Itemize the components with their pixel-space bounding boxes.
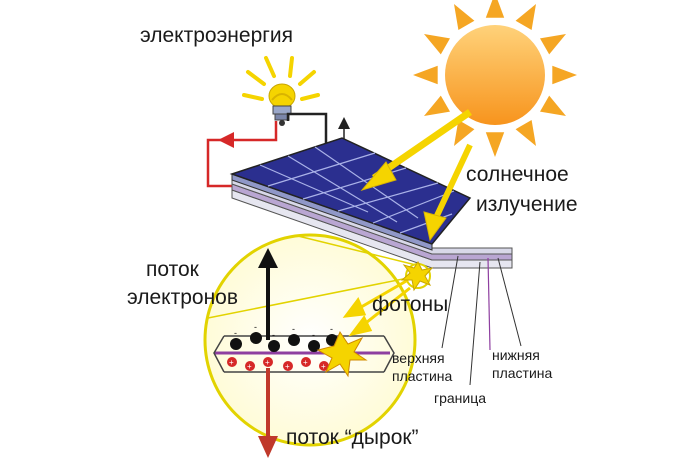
hole-flow-label: поток “дырок” — [286, 426, 419, 449]
photons-label: фотоны — [372, 293, 449, 316]
electron — [308, 340, 320, 352]
hole — [283, 361, 293, 371]
hole-plus-sign: + — [321, 362, 326, 371]
electron-minus-sign: - — [292, 324, 295, 334]
solar-radiation-label-line1: солнечное — [466, 163, 569, 186]
hole-plus-sign: + — [285, 362, 290, 371]
sun-ray — [515, 120, 536, 146]
hole — [319, 361, 329, 371]
photon-burst-icon — [316, 261, 434, 378]
hole — [263, 357, 273, 367]
lower-plate-label-line2: пластина — [492, 365, 553, 381]
hole — [301, 357, 311, 367]
negative-wire — [206, 121, 278, 188]
electron-minus-sign: - — [254, 322, 257, 332]
electron — [288, 334, 300, 346]
sun-ray — [540, 95, 566, 116]
electron-flow-label-line1: поток — [146, 258, 199, 281]
electron-minus-sign: - — [330, 324, 333, 334]
sun-ray — [485, 0, 505, 18]
light-bulb-icon — [242, 56, 320, 126]
electricity-label: электроэнергия — [140, 24, 294, 47]
electron-minus-sign: - — [312, 330, 315, 340]
hole-plus-sign: + — [303, 358, 308, 367]
upper-plate-label-line1: верхняя — [392, 350, 445, 366]
solar-panel — [229, 137, 513, 269]
sun-ray — [424, 34, 450, 55]
sun-ray — [413, 65, 438, 85]
electron — [250, 332, 262, 344]
boundary-label: граница — [434, 390, 487, 406]
sun-ray — [515, 4, 536, 30]
hole-plus-sign: + — [229, 358, 234, 367]
hole — [245, 361, 255, 371]
hole — [227, 357, 237, 367]
positive-wire — [286, 112, 328, 148]
sun-ray — [454, 120, 475, 146]
hole-plus-sign: + — [247, 362, 252, 371]
electron-minus-sign: - — [272, 330, 275, 340]
cell-cross-section: - - - - - - + + + + + + — [213, 322, 395, 373]
upper-plate-label-line2: пластина — [392, 368, 453, 384]
sun-ray — [454, 4, 475, 30]
electron — [230, 338, 242, 350]
sun-icon — [413, 0, 577, 157]
sun-ray — [540, 34, 566, 55]
solar-radiation-label-line2: излучение — [476, 193, 578, 216]
sun-ray — [485, 132, 505, 157]
sun-ray — [552, 65, 577, 85]
hole-plus-sign: + — [265, 358, 270, 367]
lower-plate-label-line1: нижняя — [492, 347, 540, 363]
electron — [268, 340, 280, 352]
electron-minus-sign: - — [234, 328, 237, 338]
sun-ray — [424, 95, 450, 116]
electron-flow-label-line2: электронов — [127, 286, 239, 309]
